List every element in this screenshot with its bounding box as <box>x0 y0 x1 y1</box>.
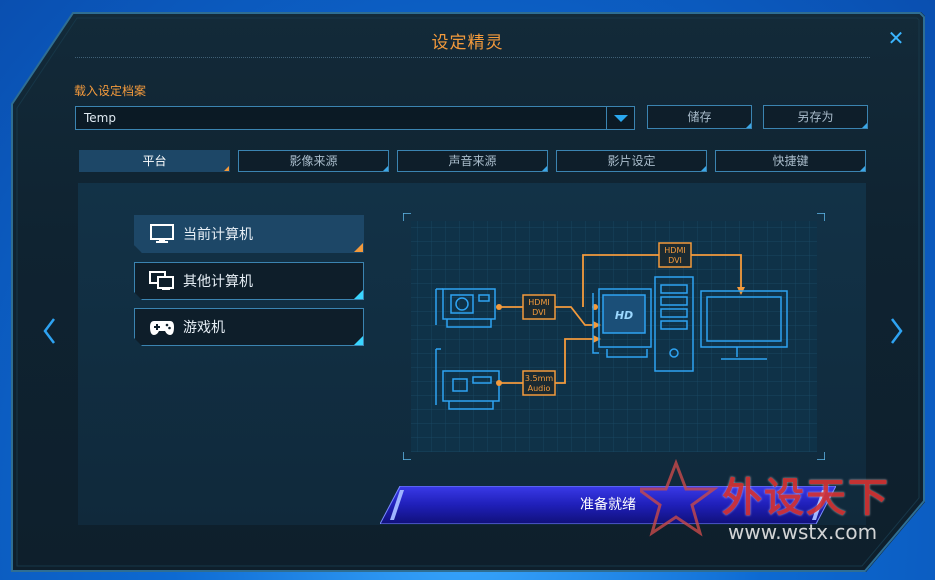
profile-label: 载入设定档案 <box>74 84 147 98</box>
platform-current-pc[interactable]: 当前计算机 <box>134 215 364 253</box>
top-hdmi-label-1: HDMI <box>664 246 685 255</box>
monitor-display-icon <box>700 290 788 360</box>
close-button[interactable]: ✕ <box>887 26 905 50</box>
chevron-right-icon[interactable] <box>886 316 906 346</box>
save-button[interactable]: 储存 <box>647 105 752 129</box>
graphics-card-icon <box>435 288 496 328</box>
platform-other-pc[interactable]: 其他计算机 <box>134 262 364 300</box>
gamepad-icon <box>149 317 175 337</box>
audio-label-2: Audio <box>528 384 551 393</box>
chevron-left-icon[interactable] <box>40 316 60 346</box>
dual-monitor-icon <box>149 271 175 291</box>
audio-label-1: 3.5mm <box>525 374 554 383</box>
tab-video-source[interactable]: 影像来源 <box>238 150 389 172</box>
ready-button[interactable] <box>380 486 836 524</box>
platform-label: 其他计算机 <box>183 274 253 290</box>
monitor-icon <box>149 224 175 244</box>
connection-diagram: HDMI DVI 3.5mm Audio HDMI DVI HD <box>403 213 825 460</box>
watermark-url: www.wstx.com <box>728 520 878 544</box>
title-separator <box>75 57 870 58</box>
top-hdmi-label-2: DVI <box>668 256 682 265</box>
pc-tower-icon <box>654 276 694 372</box>
platform-label: 当前计算机 <box>183 227 253 243</box>
window-title: 设定精灵 <box>431 33 504 53</box>
tab-hotkeys[interactable]: 快捷键 <box>715 150 866 172</box>
tab-audio-source[interactable]: 声音来源 <box>397 150 548 172</box>
profile-selected-value: Temp <box>84 111 116 125</box>
save-as-button[interactable]: 另存为 <box>763 105 868 129</box>
hdmi-dvi-label-1: HDMI <box>528 298 549 307</box>
capture-card-icon <box>592 288 652 358</box>
tab-video-settings[interactable]: 影片设定 <box>556 150 707 172</box>
hdmi-dvi-label-2: DVI <box>532 308 546 317</box>
platform-game-console[interactable]: 游戏机 <box>134 308 364 346</box>
platform-label: 游戏机 <box>183 320 225 336</box>
watermark-text: 外设天下 <box>722 475 890 521</box>
profile-dropdown[interactable]: Temp <box>75 106 635 130</box>
tab-platform[interactable]: 平台 <box>79 150 230 172</box>
chevron-down-icon[interactable] <box>606 107 634 129</box>
card-logo: HD <box>615 309 633 322</box>
